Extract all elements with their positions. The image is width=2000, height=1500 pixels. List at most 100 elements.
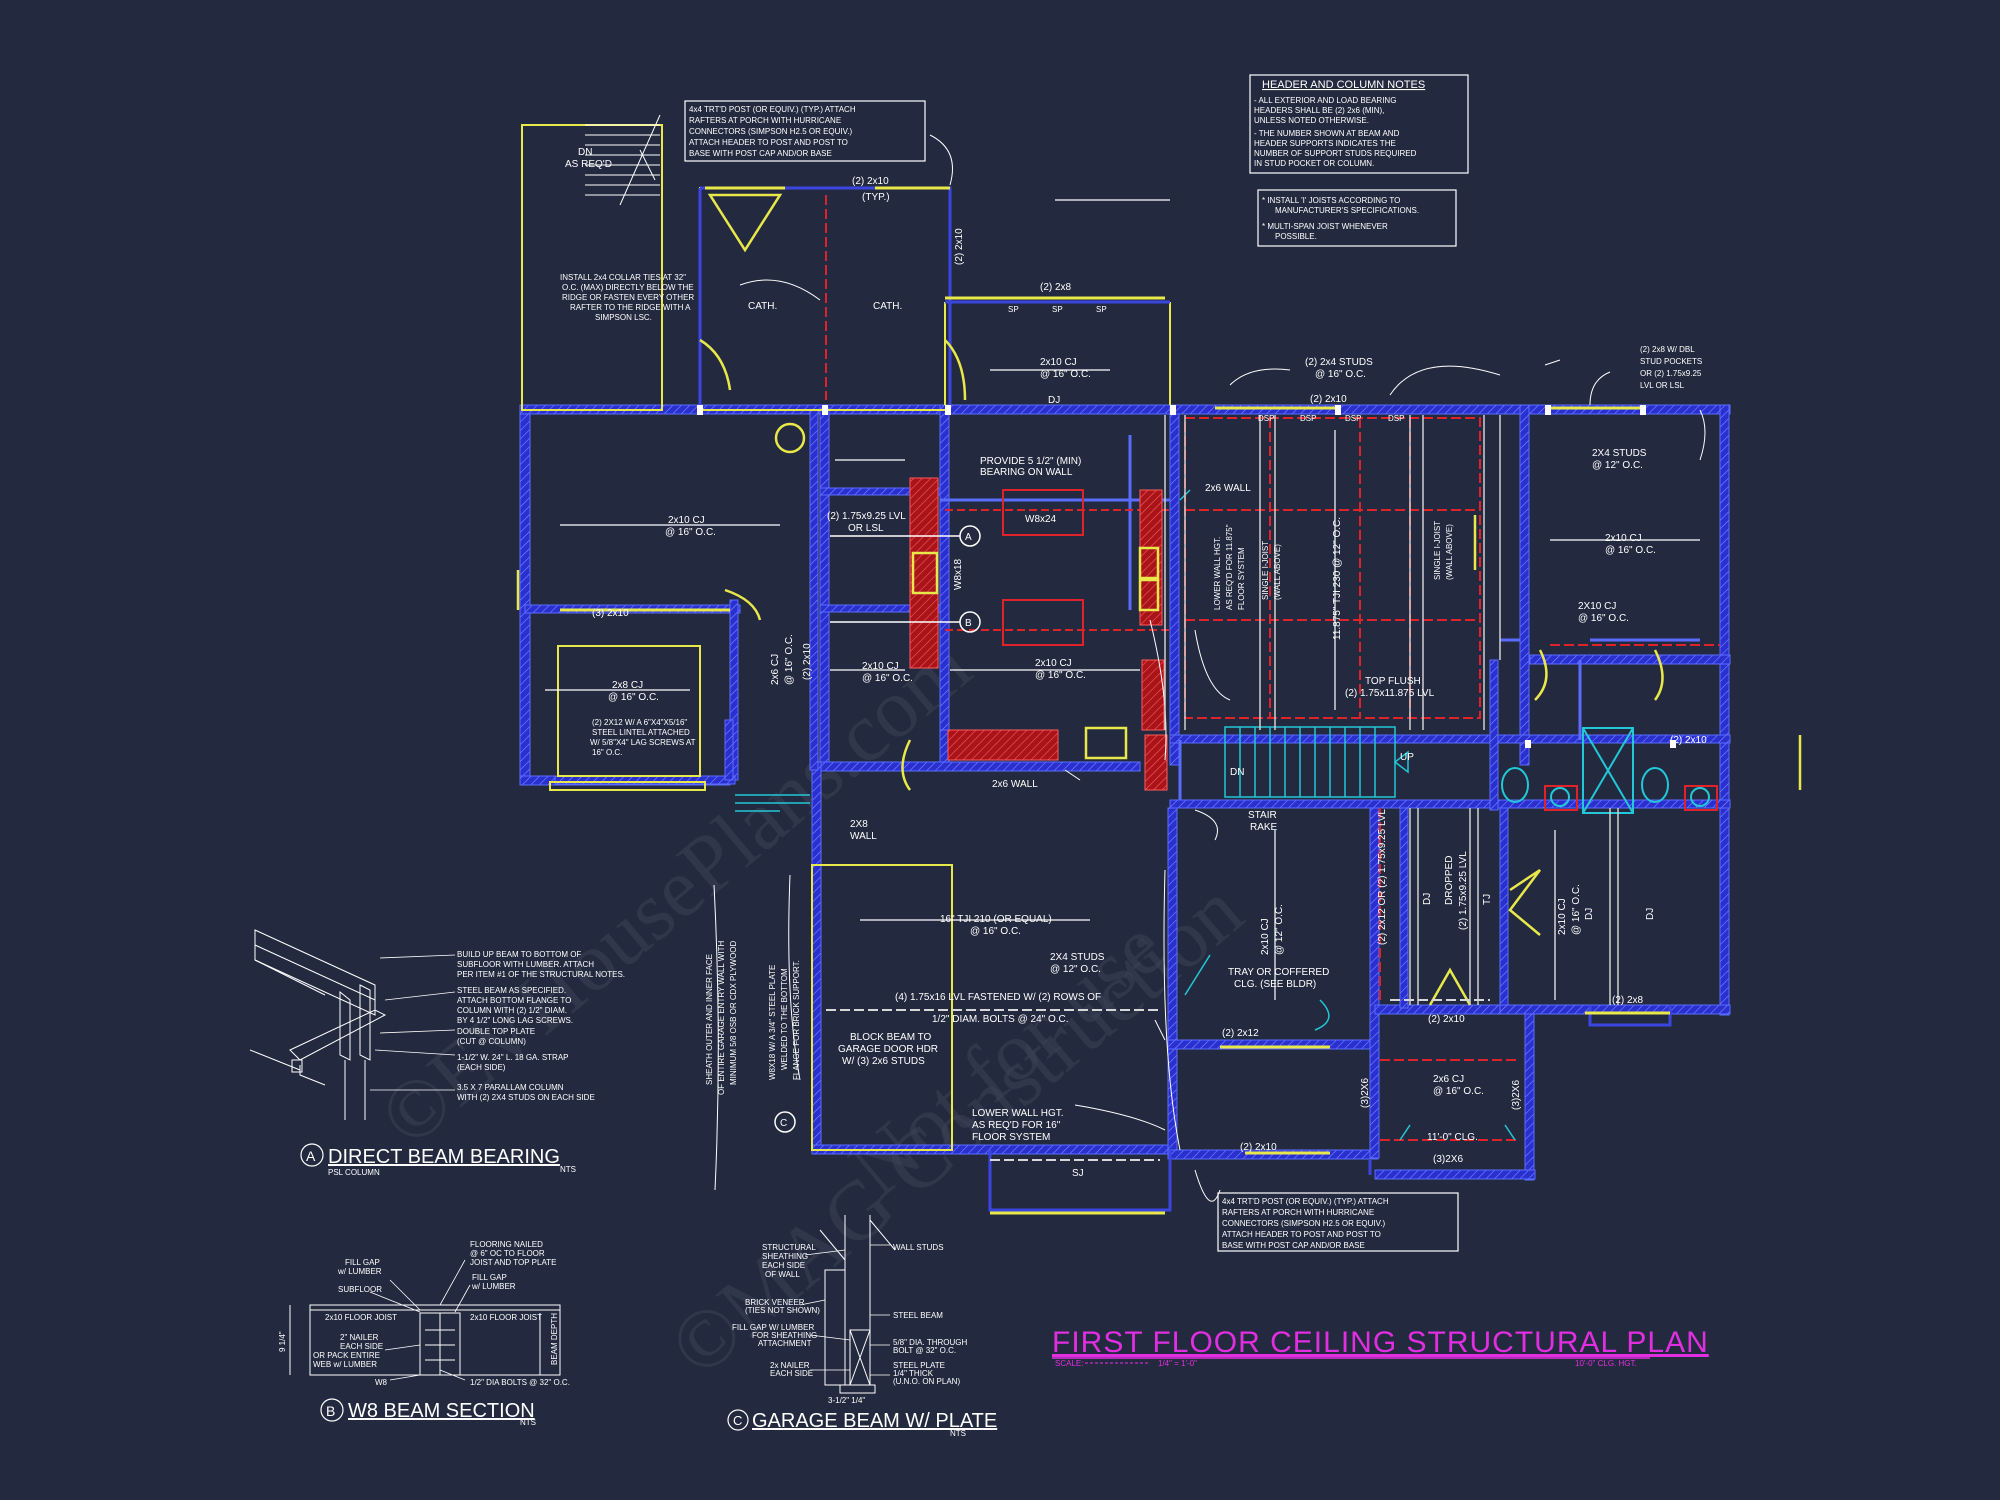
label-tji-210: 16" TJI 210 (OR EQUAL) — [940, 914, 1052, 925]
label-cj-12: 2x10 CJ — [1260, 918, 1271, 955]
bath-fixtures — [1501, 727, 1710, 814]
detail-b-fillgap-l-2: w/ LUMBER — [337, 1267, 382, 1276]
label-cj-r2: 2X10 CJ — [1578, 601, 1616, 612]
detail-a: BUILD UP BEAM TO BOTTOM OF SUBFLOOR WITH… — [249, 929, 625, 1177]
label-tji-210-oc: @ 16" O.C. — [970, 926, 1021, 937]
label-up-stair: UP — [1400, 752, 1414, 763]
label-clg-11: 11'-0" CLG. — [1427, 1132, 1478, 1143]
bath-counters — [1544, 785, 1718, 811]
detail-a-note-4a: 1-1/2" W. 24" L. 18 GA. STRAP — [457, 1053, 569, 1062]
label-lower-16-2: AS REQ'D FOR 16" — [972, 1120, 1061, 1131]
porch-note-top-3: CONNECTORS (SIMPSON H2.5 OR EQUIV.) — [689, 127, 852, 136]
marker-c: C — [780, 1118, 787, 1129]
label-single-ijoist-4: (WALL ABOVE) — [1445, 524, 1454, 580]
stud-pocket-3: OR (2) 1.75x9.25 — [1640, 369, 1702, 378]
label-top-2x8: (2) 2x8 — [1040, 282, 1072, 293]
label-studs-12-b-oc: @ 12" O.C. — [1050, 964, 1101, 975]
label-tray-2: CLG. (SEE BLDR) — [1234, 979, 1316, 990]
detail-a-note-2c: COLUMN WITH (2) 1/2" DIAM. — [457, 1006, 567, 1015]
label-porch-2x10-vert: (2) 2x10 — [954, 228, 965, 265]
label-wall-2x6-b: 2x6 WALL — [992, 779, 1038, 790]
detail-b-joist-l: 2x10 FLOOR JOIST — [325, 1313, 397, 1322]
detail-a-note-1c: PER ITEM #1 OF THE STRUCTURAL NOTES. — [457, 970, 625, 979]
porch-note-bottom-4: ATTACH HEADER TO POST AND POST TO — [1222, 1230, 1381, 1239]
stud-pocket-4: LVL OR LSL — [1640, 381, 1685, 390]
joist-notes-line-2: MANUFACTURER'S SPECIFICATIONS. — [1275, 206, 1419, 215]
label-sp-2: SP — [1052, 305, 1063, 314]
porch-note-top-1: 4x4 TRT'D POST (OR EQUIV.) (TYP.) ATTACH — [689, 105, 856, 114]
collar-tie-2: O.C. (MAX) DIRECTLY BELOW THE — [562, 283, 694, 292]
detail-a-note-4b: (EACH SIDE) — [457, 1063, 506, 1072]
label-small-2x10: (2) 2x10 — [802, 643, 813, 680]
porch-note-top-2: RAFTERS AT PORCH WITH HURRICANE — [689, 116, 841, 125]
stud-pocket-2: STUD POCKETS — [1640, 357, 1702, 366]
label-studs-16-oc: @ 16" O.C. — [1315, 369, 1366, 380]
detail-a-note-3a: DOUBLE TOP PLATE — [457, 1027, 535, 1036]
sheet-ceiling-height: 10'-0" CLG. HGT. — [1575, 1359, 1637, 1368]
sheet-title-block: FIRST FLOOR CEILING STRUCTURAL PLAN SCAL… — [1052, 1326, 1708, 1368]
label-sheath-3: MINIMUM 5/8 OSB OR CDX PLYWOOD — [729, 940, 738, 1085]
marker-a: A — [965, 532, 972, 543]
label-w8x24: W8x24 — [1025, 514, 1057, 525]
detail-b-fillgap-r-2: w/ LUMBER — [471, 1282, 516, 1291]
label-lvl-175-or: OR LSL — [848, 523, 884, 534]
detail-a-sub: PSL COLUMN — [328, 1168, 380, 1177]
header-notes-line-4: - THE NUMBER SHOWN AT BEAM AND — [1254, 129, 1400, 138]
label-3-2x6-side: (3)2X6 — [1511, 1080, 1522, 1110]
label-single-ijoist-1: SINGLE I-JOIST — [1261, 541, 1270, 600]
detail-c-fill-1: FILL GAP W/ LUMBER — [732, 1323, 814, 1332]
label-dsp-4: DSP — [1388, 414, 1404, 423]
label-stair-rake-2: RAKE — [1250, 822, 1278, 833]
detail-c-sheath-3: EACH SIDE — [762, 1261, 805, 1270]
label-sheath-2: OF ENTIRE GARAGE ENTRY WALL WITH — [717, 941, 726, 1095]
label-lintel-1: (2) 2X12 W/ A 6"X4"X5/16" — [592, 718, 687, 727]
porch-note-bottom-3: CONNECTORS (SIMPSON H2.5 OR EQUIV.) — [1222, 1219, 1385, 1228]
header-notes-line-5: HEADER SUPPORTS INDICATES THE — [1254, 139, 1396, 148]
label-mid-cj-oc: @ 16" O.C. — [862, 673, 913, 684]
header-notes-line-7: IN STUD POCKET OR COLUMN. — [1254, 159, 1374, 168]
header-notes-line-2: HEADERS SHALL BE (2) 2x6 (MIN), — [1254, 106, 1384, 115]
collar-tie-4: RAFTER TO THE RIDGE WITH A — [570, 303, 691, 312]
detail-b-fillgap-l-1: FILL GAP — [345, 1258, 380, 1267]
label-studs-12-oc: @ 12" O.C. — [1592, 460, 1643, 471]
porch-note-bottom: 4x4 TRT'D POST (OR EQUIV.) (TYP.) ATTACH… — [1217, 1192, 1459, 1252]
label-single-ijoist-3: SINGLE I-JOIST — [1433, 521, 1442, 580]
label-left-cj: 2x10 CJ — [668, 515, 705, 526]
joist-notes-box: * INSTALL 'I' JOISTS ACCORDING TO MANUFA… — [1257, 189, 1457, 247]
label-provide-2: BEARING ON WALL — [980, 467, 1073, 478]
label-garage-2x8cj-oc: @ 16" O.C. — [608, 692, 659, 703]
joist-notes-line-4: POSSIBLE. — [1275, 232, 1317, 241]
collar-tie-5: SIMPSON LSC. — [595, 313, 652, 322]
label-lintel-2: STEEL LINTEL ATTACHED — [592, 728, 690, 737]
collar-tie-note: INSTALL 2x4 COLLAR TIES AT 32" O.C. (MAX… — [560, 273, 694, 322]
detail-b-dim: 9 1/4" — [278, 1331, 287, 1352]
detail-c-fill-2: FOR SHEATHING — [752, 1331, 817, 1340]
label-tj: TJ — [1482, 894, 1493, 905]
detail-b-subfloor: SUBFLOOR — [338, 1285, 382, 1294]
header-notes-title: HEADER AND COLUMN NOTES — [1262, 79, 1425, 91]
label-wall-2x8-b: WALL — [850, 831, 877, 842]
detail-c-brick-2: (TIES NOT SHOWN) — [745, 1306, 820, 1315]
porch-note-top-4: ATTACH HEADER TO POST AND POST TO — [689, 138, 848, 147]
detail-b-letter: B — [326, 1403, 335, 1419]
detail-a-title: DIRECT BEAM BEARING — [328, 1146, 560, 1168]
label-block-beam-3: W/ (3) 2x6 STUDS — [842, 1056, 925, 1067]
label-provide-1: PROVIDE 5 1/2" (MIN) — [980, 456, 1081, 467]
label-left-cj-oc: @ 16" O.C. — [665, 527, 716, 538]
label-lintel-3: W/ 5/8"X4" LAG SCREWS AT — [590, 738, 696, 747]
label-cj-r-oc: @ 16" O.C. — [1605, 545, 1656, 556]
label-block-beam-2: GARAGE DOOR HDR — [838, 1044, 938, 1055]
label-rt-dj-2: DJ — [1584, 908, 1595, 920]
label-w8plate-2: WELDED TO THE BOTTOM — [780, 968, 789, 1070]
label-cj-2x6-oc: @ 16" O.C. — [784, 634, 795, 685]
label-cj-2x6: 2x6 CJ — [770, 654, 781, 685]
sheet-scale-label: SCALE: — [1055, 1359, 1083, 1368]
label-cj-r2-oc: @ 16" O.C. — [1578, 613, 1629, 624]
detail-c-nts: NTS — [950, 1429, 966, 1438]
label-tray-1: TRAY OR COFFERED — [1228, 967, 1329, 978]
plan-labels: DN AS REQ'D CATH. CATH. (2) 2x10 (TYP.) … — [565, 147, 1707, 1179]
label-porch-typ: (TYP.) — [862, 192, 890, 203]
label-kitchen-cj: 2x10 CJ — [1035, 658, 1072, 669]
label-bottom-2x10-b: (2) 2x10 — [1240, 1142, 1277, 1153]
